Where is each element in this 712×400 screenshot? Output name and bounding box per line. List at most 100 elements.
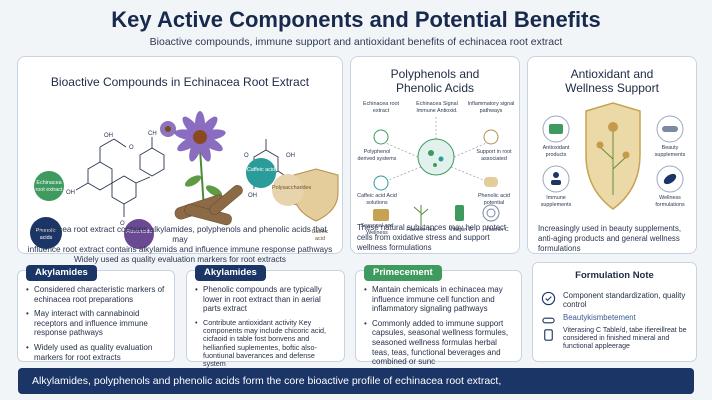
note-row: Beautykismbetement [541,313,690,328]
diagram-label: Echinacea Signal Immune Antioxid. [416,101,458,114]
badge-polysaccharides [272,174,304,206]
diagram-label: Vitamin C [485,227,509,233]
bioactive-illustration: OH O OH O CH [66,111,339,227]
panel-polyphenols: Polyphenols and Phenolic Acids Echinacea… [350,56,520,254]
card-phenolic: Akylamides Phenolic compounds are typica… [186,265,345,368]
badge-flavonoids [124,219,154,249]
diagram-label: Vitamin D [449,227,473,233]
card-alkylamides: Akylamides Considered characteristic mar… [17,265,175,362]
list-item: Widely used as quality evaluation marker… [26,343,168,362]
note-row: Viterasing C Table/d, tabe ifiereillreat… [541,327,690,352]
card-tag: Akylamides [195,265,266,281]
diagram-label: Flavone Tea [406,227,436,233]
footer-banner: Alkylamides, polyphenols and phenolic ac… [18,368,694,394]
chem-symbol: O [120,221,125,227]
icon-node [373,129,389,145]
polyphenol-diagram [373,117,500,225]
text-line: Increasingly used in beauty supplements, [538,224,682,233]
panel-polyphenols-title: Polyphenols and Phenolic Acids [351,67,519,95]
list-item: Mantain chemicals in echinacea may influ… [364,285,515,314]
title-line: Polyphenols and [390,67,480,81]
vitamin-c-icon [482,204,500,222]
page-subtitle: Bioactive compounds, immune support and … [149,36,563,48]
panel-bioactive-text: Echinacea root extract contains alkylami… [26,225,334,265]
badge-phenolic-acids [30,217,62,249]
page-title: Key Active Components and Potential Bene… [111,7,601,32]
chem-symbol: CH [148,131,157,137]
card-list: Considered characteristic markers of ech… [26,285,168,367]
icon-node [373,175,389,191]
text-line: These natural substances may help protec… [357,223,507,232]
chem-symbol: OH [104,133,113,139]
badge-flavonoids-label: Flavonoids [125,229,153,235]
title-line: Antioxidant and [570,67,654,81]
chem-symbol: OH [66,190,75,196]
badge-polysaccharides-label: Polysaccharides [272,185,312,191]
icon-node [484,177,498,187]
diagram-label: Phenolic acid potential [477,193,511,206]
icon-node [373,209,389,221]
card-list: Phenolic compounds are typically lower i… [195,285,338,374]
title-line: Wellness Support [565,81,659,95]
card-tag: Primecement [364,265,442,281]
panel-antioxidant-text: Increasingly used in beauty supplements,… [538,224,692,254]
list-item: Considered characteristic markers of ech… [26,285,168,304]
badge-caffeic-acid [246,158,276,188]
formulation-title: Formulation Note [575,270,654,281]
chem-ring-right [139,137,165,177]
note-text: Viterasing C Table/d, tabe ifiereillreat… [563,327,687,351]
chem-symbol: O [244,153,249,159]
card-primecement: Primecement Mantain chemicals in echinac… [355,265,522,366]
card-tag: Akylamides [26,265,97,281]
text-line: formulations [538,244,581,253]
card-list: Mantain chemicals in echinacea may influ… [364,285,515,372]
antioxidant-illustration [542,102,684,210]
chem-symbol: OH [286,153,295,159]
herb-icon [413,205,429,225]
note-row: Component standardization, quality contr… [541,291,690,310]
icon-node [483,129,499,145]
chem-symbol: O [129,145,134,151]
echinacea-roots [174,185,243,226]
icon-label: Antioxidant products [542,145,570,158]
icon-label: Wellness formulations [655,195,685,208]
text-line: influence root extract contains alkylami… [27,245,333,254]
note-text: Component standardization, quality contr… [563,291,686,310]
text-line: wellness formulations [357,243,432,252]
diagram-label: Echinacea root extract [363,101,399,114]
panel-bioactive-title: Bioactive Compounds in Echinacea Root Ex… [50,75,310,89]
list-item: Phenolic compounds are typically lower i… [195,285,338,314]
people-icon [542,165,570,193]
capsule-icon [542,317,555,324]
icon-label: Immune supplements [540,195,572,208]
text-line: cells from oxidative stress and support [357,233,490,242]
panel-polyphenols-text: These natural substances may help protec… [357,223,515,253]
badge-echinacea-extract-label: Echinacea root extract [35,180,63,193]
card-formulation-note: Formulation Note Component standardizati… [532,262,697,362]
note-text: Beautykismbetement [563,313,636,322]
panel-antioxidant-title: Antioxidant and Wellness Support [528,67,696,95]
bottle-icon [455,205,464,221]
list-item: Commonly added to immune support capsule… [364,319,515,367]
list-item: Contribute antioxidant activity Key comp… [195,318,338,369]
quality-icon [541,291,556,306]
list-item: May interact with cannabinoid receptors … [26,309,168,338]
badge-caffeic-acid-label: Caffeic acid [246,167,276,173]
diagram-label: Caffeic acid Acid solutions [357,193,397,206]
shield-label: Caffeic acid [311,229,329,242]
text-line: Echinacea root extract contains alkylami… [33,225,327,244]
chem-structure-left [75,138,151,217]
echinacea-flower [160,111,226,210]
text-line: anti-aging products and general wellness [538,234,680,243]
badge-echinacea-extract [34,171,64,201]
diagram-label: Support in root associated [476,149,512,162]
panel-antioxidant: Antioxidant and Wellness Support Antioxi… [527,56,697,254]
diagram-label: Polyphenol derived systems [357,149,397,162]
chem-symbol: OH [248,193,257,199]
badge-phenolic-acids-label: Phenolic acids [35,228,57,241]
title-line: Phenolic Acids [395,81,475,95]
panel-bioactive-compounds: Bioactive Compounds in Echinacea Root Ex… [17,56,343,264]
icon-label: Beauty supplements [654,145,686,158]
text-line: Widely used as quality evaluation marker… [73,255,287,264]
diagram-label: Inflammatory signal pathways [467,101,515,114]
